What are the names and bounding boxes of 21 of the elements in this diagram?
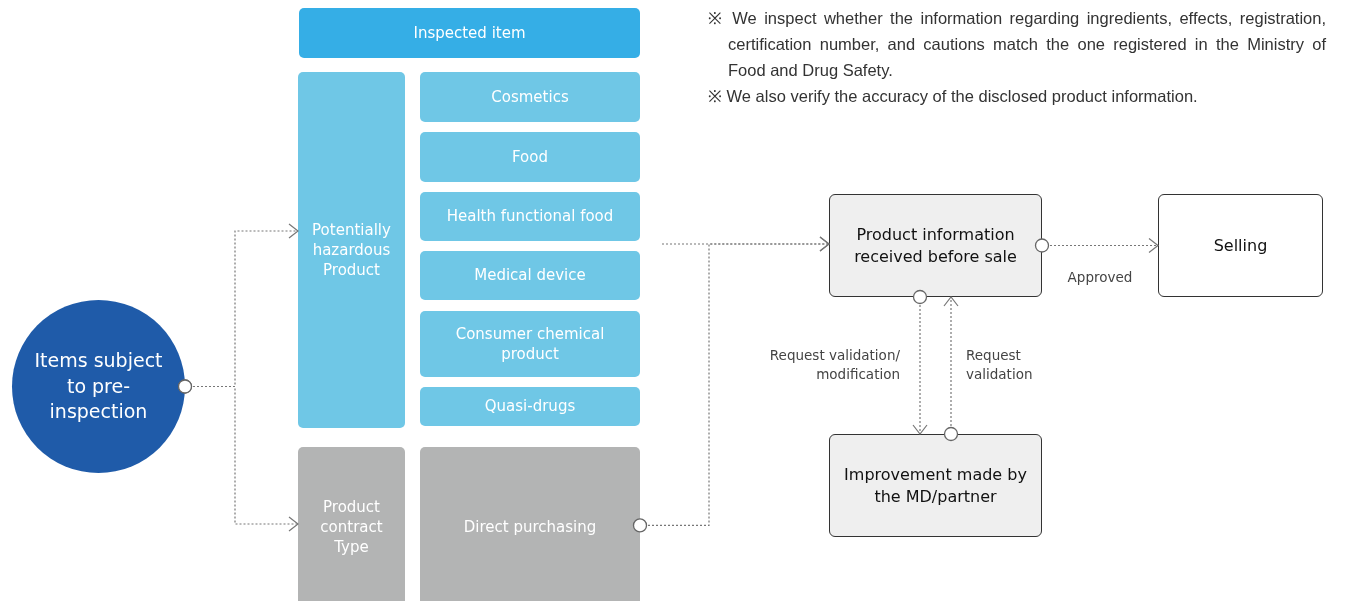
process-box: Health functional food <box>420 192 640 241</box>
arrow <box>1034 237 1159 254</box>
process-box: Quasi-drugs <box>420 387 640 426</box>
arrow <box>177 379 299 532</box>
arrow <box>912 289 928 435</box>
process-box: Product information received before sale <box>829 194 1042 297</box>
arrow <box>632 236 830 533</box>
start-circle: Items subject to pre-inspection <box>12 300 185 473</box>
process-box: Cosmetics <box>420 72 640 122</box>
process-box: Improvement made by the MD/partner <box>829 434 1042 537</box>
process-box: Inspected item <box>299 8 640 58</box>
process-box: Food <box>420 132 640 182</box>
process-box: Potentially hazardous Product <box>298 72 405 428</box>
note-text: ※ We inspect whether the information regarding ingredients, effects, registration, certification number, and cautions match the one registered in the Ministry of Food and Drug Safety. <box>708 8 1326 81</box>
arrow <box>943 296 959 442</box>
process-box: Direct purchasing <box>420 447 640 601</box>
process-box: Medical device <box>420 251 640 300</box>
process-box: Consumer chemical product <box>420 311 640 377</box>
note-text: ※ We also verify the accuracy of the disclosed product information. <box>708 86 1199 107</box>
process-box: Selling <box>1158 194 1323 297</box>
process-box: Product contract Type <box>298 447 405 601</box>
